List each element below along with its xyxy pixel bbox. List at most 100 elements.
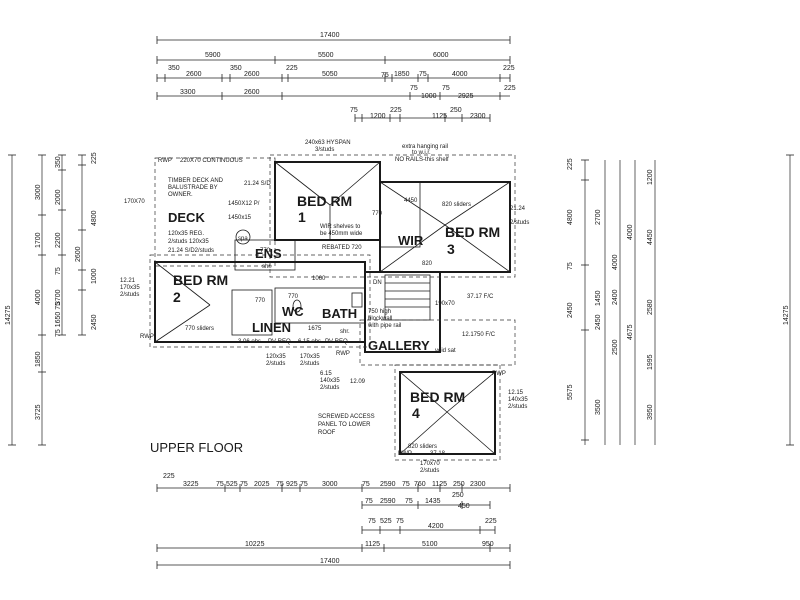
dim-label: 5100	[422, 541, 438, 548]
dim-label: 2200	[55, 232, 62, 248]
dim-label: 250	[453, 481, 465, 488]
dim-label: 2590	[380, 498, 396, 505]
note: 2/studs	[420, 468, 439, 474]
dim-label: 2600	[186, 71, 202, 78]
note: 220X70 CONTINUOUS	[180, 158, 243, 164]
note: 770	[260, 248, 271, 254]
dim-label: 75	[300, 481, 308, 488]
note: 3.06 obs	[238, 339, 261, 345]
floor-plan: BED RM 1 BED RM 2 BED RM 3 BED RM 4 DECK…	[120, 140, 529, 474]
dim-label: 1125	[432, 113, 447, 120]
dim-label: 1125	[365, 541, 380, 548]
basin	[351, 292, 363, 308]
dim-label: 1125	[432, 481, 447, 488]
dim-label: 525	[380, 518, 392, 525]
dim-label: 4000	[612, 254, 619, 270]
note: 12.15	[508, 390, 524, 396]
drawing-title: UPPER FLOOR	[150, 440, 243, 455]
dim-label: 1850	[35, 351, 42, 367]
dim-label: 75	[567, 262, 574, 270]
note: RWP	[158, 158, 172, 164]
dim-label: 225	[286, 65, 298, 72]
dim-label: 225	[485, 518, 497, 525]
note: 770	[372, 211, 383, 217]
dim-label: 3000	[35, 184, 42, 200]
note: 190x70	[435, 301, 455, 307]
note: to w.i.r.	[412, 150, 431, 156]
top-dimensions: 17400 5900 5500 6000 350 2600 350 2600 2…	[156, 32, 516, 122]
wir-label: WIR	[398, 233, 424, 248]
dim-label: 75	[350, 107, 358, 114]
note: WIR shelves to	[320, 224, 361, 230]
eaves-gallery	[359, 319, 516, 366]
dim-label: 350	[168, 65, 180, 72]
dim-label: 2600	[244, 71, 260, 78]
dim-label: 4200	[428, 523, 444, 530]
dim-label: 10225	[245, 541, 265, 548]
dim-label: 2700	[595, 209, 602, 225]
dim-label: 225	[163, 473, 175, 480]
note: SCREWED ACCESS	[318, 414, 375, 420]
eaves-top	[269, 154, 516, 278]
bed2-number: 2	[173, 289, 181, 305]
dim-label: 75	[55, 267, 62, 275]
dim-label: 225	[567, 158, 574, 170]
eaves-bed4	[394, 364, 501, 461]
note: blockwall	[368, 316, 392, 322]
note: 1060	[312, 276, 326, 282]
note: 12.1750 F/C	[462, 332, 496, 338]
dim-label: 2580	[647, 299, 654, 315]
dim-label: 1200	[370, 113, 386, 120]
dim-label: 3950	[647, 404, 654, 420]
dim-label: 225	[390, 107, 402, 114]
note: PV REQ.	[268, 339, 293, 345]
dim-label: 2300	[470, 481, 486, 488]
left-dimensions: 14275 3000 1700 4000 1850 3725 350 2000 …	[5, 152, 98, 446]
dim-label: 2450	[91, 314, 98, 330]
dim-label: 1450	[595, 290, 602, 306]
bed3-number: 3	[447, 241, 455, 257]
dim-label: 1700	[35, 232, 42, 248]
dim-label: 1850	[394, 71, 410, 78]
note: 21.24	[510, 206, 526, 212]
note: NO RAILS-this shelf	[395, 157, 449, 163]
bottom-dimensions: 225 3225 75 525 75 2025 75 925 75 3000 7…	[156, 473, 511, 569]
dim-top-5900: 5900	[205, 52, 221, 59]
stairs-down-label: DN	[373, 280, 382, 286]
note: 170X70	[124, 199, 145, 205]
stairs	[384, 274, 431, 321]
dim-label: 75	[368, 518, 376, 525]
note: 6.15	[320, 371, 332, 377]
note: 2/studs	[300, 361, 319, 367]
dim-label: 75	[240, 481, 248, 488]
note: 1450X12 P/	[228, 201, 260, 207]
toilet	[292, 299, 302, 313]
dim-label: 1000	[91, 268, 98, 284]
note: 170x35	[300, 354, 320, 360]
note: PV REQ.	[325, 339, 350, 345]
note: 37.17 F/C	[467, 294, 494, 300]
note: be 450mm wide	[320, 231, 363, 237]
dim-left-total: 14275	[5, 305, 12, 325]
ensuite-label: ENS	[255, 246, 282, 261]
note: 140x35	[508, 397, 528, 403]
dim-label: 4000	[452, 71, 468, 78]
dim-label: 75	[402, 481, 410, 488]
dim-label: 760	[414, 481, 426, 488]
dim-label: 1200	[647, 169, 654, 185]
dim-label: 75	[365, 498, 373, 505]
note: 170x35	[120, 285, 140, 291]
dim-label: 75	[405, 498, 413, 505]
dim-label: 2450	[595, 314, 602, 330]
dim-label: 950	[482, 541, 494, 548]
note: RWP	[140, 334, 154, 340]
dim-label: 2590	[380, 481, 396, 488]
bed1-number: 1	[298, 209, 306, 225]
dim-label: 350	[55, 156, 62, 168]
note: 12.21	[120, 278, 136, 284]
dim-label: 75	[396, 518, 404, 525]
dim-label: 3500	[595, 399, 602, 415]
note: 37.18	[430, 451, 446, 457]
note: 240x63 HYSPAN	[305, 140, 351, 146]
dim-label: 2025	[254, 481, 270, 488]
